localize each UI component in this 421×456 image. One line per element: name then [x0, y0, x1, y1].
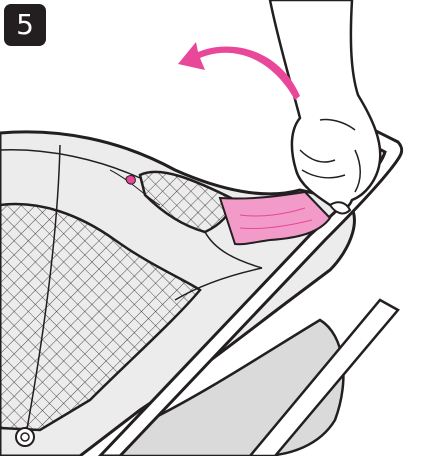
step-number: 5 [4, 4, 46, 46]
step-badge: 5 [4, 4, 46, 46]
wheel-hub [16, 428, 34, 446]
pink-marker [126, 175, 135, 184]
